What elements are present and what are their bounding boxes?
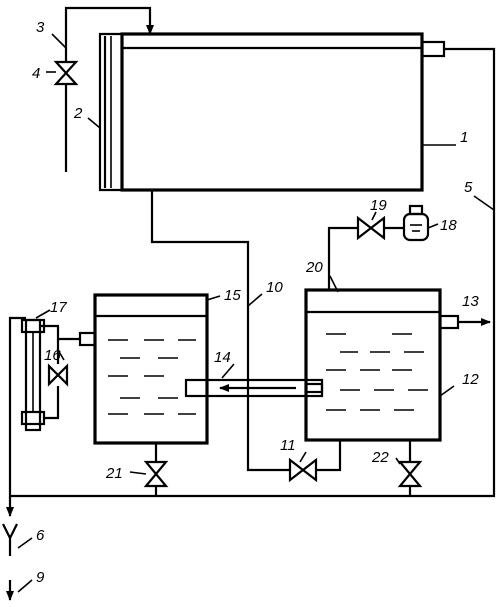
tank-15-body [93, 293, 209, 445]
label-6: 6 [36, 527, 45, 544]
label-9: 9 [36, 569, 45, 586]
leader-17 [35, 309, 51, 319]
label-17: 17 [50, 299, 67, 316]
leader-19 [371, 211, 377, 221]
label-16: 16 [44, 347, 61, 364]
valve-19-symbol [356, 215, 386, 241]
leader-12 [439, 385, 455, 397]
gauge-bottom-connection [44, 400, 60, 420]
valve-21-symbol [143, 460, 169, 488]
leader-10 [247, 293, 263, 307]
label-19: 19 [370, 197, 387, 214]
level-gauge [20, 318, 80, 432]
leader-21 [129, 471, 147, 475]
collector-body [120, 32, 424, 192]
collector-feed-pipe [150, 190, 342, 472]
tank-15-side-nozzle [78, 331, 97, 347]
label-22: 22 [371, 449, 389, 466]
label-15: 15 [224, 287, 241, 304]
heat-exchanger [184, 378, 324, 398]
label-20: 20 [305, 259, 323, 276]
label-1: 1 [460, 129, 468, 146]
supply-pipe [64, 6, 154, 172]
label-14: 14 [214, 349, 231, 366]
hot-water-tank [304, 288, 491, 442]
label-10: 10 [266, 279, 283, 296]
collector-glazing [98, 32, 122, 192]
leader-22 [395, 457, 401, 465]
label-13: 13 [462, 293, 479, 310]
gauge-top-connection [40, 324, 80, 341]
label-5: 5 [464, 179, 473, 196]
cold-water-tank [78, 293, 209, 445]
tank-12-water-dashes [326, 333, 428, 411]
valve-4-symbol [53, 60, 79, 86]
leader-lines [17, 33, 495, 593]
leader-16 [57, 349, 65, 361]
feed-pipe-line-right [316, 440, 342, 472]
leader-18 [427, 223, 439, 229]
leader-11 [299, 451, 307, 463]
expansion-pipe [327, 226, 358, 290]
heat-exchanger-inlet [304, 382, 324, 394]
label-3: 3 [36, 19, 45, 36]
solar-collector [120, 32, 446, 192]
tank-12-body [304, 288, 442, 442]
leader-5 [473, 195, 495, 211]
valve-11-symbol [288, 457, 318, 483]
supply-pipe-line [64, 6, 154, 172]
collector-outlet-nozzle [420, 40, 446, 58]
leader-9 [17, 579, 33, 593]
drain-valve-22 [397, 440, 423, 496]
label-11: 11 [280, 437, 296, 454]
vessel-18-neck [408, 204, 424, 216]
bypass-valve [288, 457, 318, 483]
callout-labels: 1 2 3 4 5 6 9 10 11 12 13 14 15 16 17 18… [32, 19, 479, 586]
valve-22-symbol [397, 460, 423, 488]
leader-20 [329, 275, 339, 293]
vessel-18-body [402, 212, 430, 242]
return-pipe [8, 47, 496, 498]
leader-2 [87, 117, 101, 129]
leader-15 [206, 295, 221, 301]
feed-pipe-line [150, 190, 290, 472]
vessel-valve [356, 215, 386, 241]
expansion-vessel [402, 204, 430, 242]
drain-valve-21 [143, 443, 169, 496]
label-18: 18 [440, 217, 457, 234]
tank-15-water-dashes [108, 339, 196, 415]
tank-12-outlet-nozzle [438, 314, 460, 330]
label-4: 4 [32, 65, 40, 82]
drain-funnel [2, 496, 18, 556]
leader-14 [221, 363, 235, 379]
return-pipe-line [8, 47, 496, 498]
supply-valve [53, 60, 79, 86]
valve-16-symbol [47, 363, 69, 387]
label-2: 2 [73, 105, 83, 122]
expansion-line [327, 226, 404, 290]
label-21: 21 [105, 465, 123, 482]
leader-6 [17, 537, 33, 549]
glazing-outline [98, 32, 122, 192]
funnel-6-symbol [2, 523, 18, 541]
leader-3 [51, 33, 67, 49]
label-12: 12 [462, 371, 479, 388]
